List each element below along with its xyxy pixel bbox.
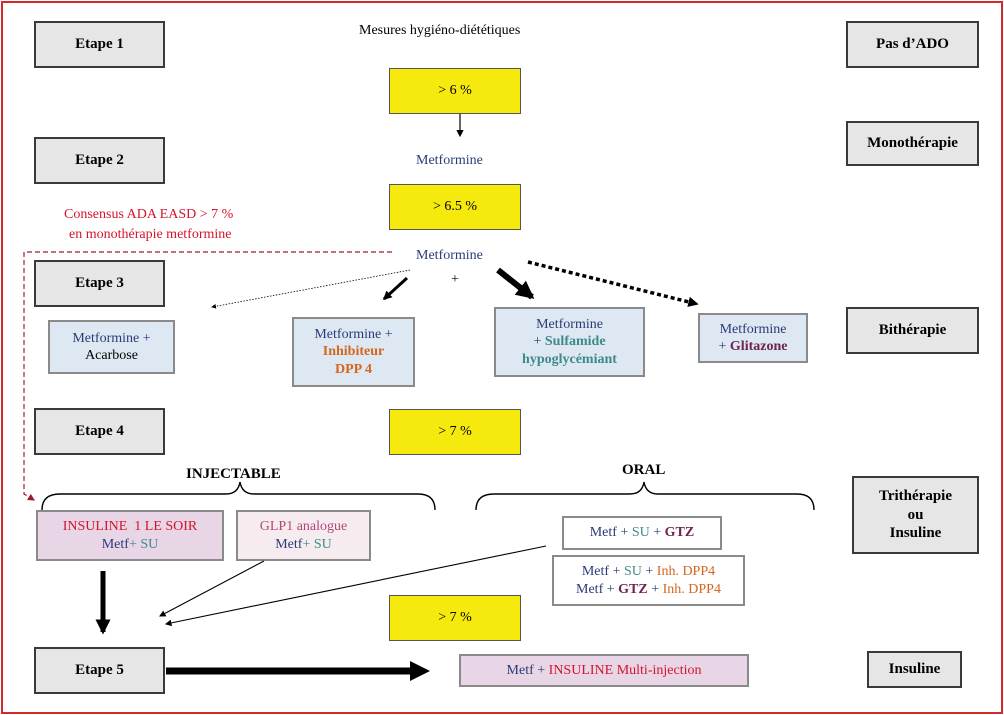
final-metf: Metf — [506, 662, 534, 678]
arrow-glp1-to-step5 — [159, 560, 265, 617]
threshold-1-label: > 6 % — [438, 83, 472, 99]
threshold-box-1: > 6 % — [389, 68, 521, 114]
step-1-box: Etape 1 — [34, 21, 165, 68]
arrow-step5-to-final — [166, 661, 430, 681]
acarbose-line2: Acarbose — [85, 348, 138, 363]
bitherapy-glitazone-box: Metformine + Glitazone — [698, 313, 808, 363]
acarbose-line1: Metformine + — [72, 330, 151, 346]
oral-dpp4-l1-plus1: + — [609, 564, 624, 579]
mesures-label: Mesures hygiéno-diététiques — [359, 23, 521, 38]
final-insuline-box: Metf + INSULINE Multi-injection — [459, 654, 749, 687]
glitazone-plus: + — [718, 339, 727, 354]
threshold-box-4: > 7 % — [389, 595, 521, 641]
sulfamide-plus: + — [533, 334, 542, 350]
bitherapy-dpp4-box: Metformine + Inhibiteur DPP 4 — [292, 317, 415, 387]
oral-gtz-metf: Metf — [589, 525, 617, 541]
oral-dpp4-l2-plus1: + — [603, 581, 619, 597]
step-2-box: Etape 2 — [34, 137, 165, 184]
arrow-to-dpp4 — [382, 276, 409, 301]
oral-gtz-su: SU — [631, 525, 650, 541]
oral-dpp4-l2-inh: Inh. DPP4 — [662, 581, 721, 597]
bitherapy-acarbose-box: Metformine + Acarbose — [48, 320, 175, 374]
therapy-monotherapie-label: Monothérapie — [867, 135, 958, 152]
glitazone-line1: Metformine — [719, 321, 787, 337]
glp1-line1: GLP1 analogue — [259, 519, 348, 534]
dpp4-line1: Metformine + — [314, 326, 393, 342]
arrow-oral-to-step5 — [164, 545, 547, 627]
consensus-dashed-arrow — [23, 251, 392, 501]
sulfamide-line2: Sulfamide — [544, 334, 606, 350]
step-3-box: Etape 3 — [34, 260, 165, 307]
therapy-tritherapie-line3: Insuline — [889, 525, 942, 542]
final-plus: + — [533, 662, 549, 678]
oral-dpp4-box: Metf + SU + Inh. DPP4 Metf + GTZ + Inh. … — [552, 555, 745, 606]
arrow-to-acarbose — [211, 269, 411, 309]
metformine-bi-label: Metformine — [416, 248, 483, 263]
step-1-label: Etape 1 — [75, 36, 124, 53]
oral-dpp4-l1-metf: Metf — [581, 564, 610, 579]
threshold-box-3: > 7 % — [389, 409, 521, 455]
therapy-bitherapie-box: Bithérapie — [846, 307, 979, 354]
therapy-tritherapie-box: Trithérapie ou Insuline — [852, 476, 979, 554]
metformine-mono-label: Metformine — [416, 153, 483, 168]
therapy-insuline-box: Insuline — [867, 651, 962, 688]
oral-dpp4-l1-plus2: + — [641, 564, 657, 579]
oral-gtz-box: Metf + SU + GTZ — [562, 516, 722, 550]
therapy-tritherapie-line2: ou — [907, 506, 924, 523]
step-4-box: Etape 4 — [34, 408, 165, 455]
sulfamide-line1: Metformine — [536, 316, 603, 332]
final-insuline: INSULINE Multi-injection — [548, 662, 702, 678]
glp1-metf: Metf — [275, 536, 303, 552]
oral-gtz-gtz: GTZ — [664, 525, 695, 541]
glp1-su: + SU — [302, 536, 332, 552]
consensus-line2: en monothérapie metformine — [69, 227, 232, 242]
oral-brace — [475, 481, 815, 511]
threshold-4-label: > 7 % — [438, 610, 472, 626]
glp1-box: GLP1 analogue Metf+ SU — [236, 510, 371, 561]
dpp4-line3: DPP 4 — [335, 361, 372, 377]
step-5-box: Etape 5 — [34, 647, 165, 694]
consensus-line1: Consensus ADA EASD > 7 % — [64, 207, 234, 222]
therapy-insuline-label: Insuline — [888, 661, 941, 678]
oral-dpp4-l2-plus2: + — [647, 581, 663, 597]
oral-gtz-plus1: + — [616, 525, 632, 541]
plus-label: + — [451, 272, 459, 287]
oral-dpp4-l1-inh: Inh. DPP4 — [656, 564, 716, 579]
oral-dpp4-l2-metf: Metf — [576, 581, 604, 597]
oral-dpp4-l1-su: SU — [623, 564, 642, 579]
dpp4-line2: Inhibiteur — [322, 344, 385, 360]
step-4-label: Etape 4 — [75, 423, 124, 440]
therapy-pas-ado-label: Pas d’ADO — [876, 36, 949, 53]
arrow-to-sulfamide — [496, 267, 535, 300]
bitherapy-sulfamide-box: Metformine + Sulfamide hypoglycémiant — [494, 307, 645, 377]
insuline-soir-box: INSULINE 1 LE SOIR Metf+ SU — [36, 510, 224, 561]
threshold-box-2: > 6.5 % — [389, 184, 521, 230]
oral-heading: ORAL — [622, 462, 666, 478]
arrow-to-glitazone — [527, 260, 699, 307]
therapy-monotherapie-box: Monothérapie — [846, 121, 979, 166]
threshold-2-label: > 6.5 % — [432, 199, 478, 215]
step-3-label: Etape 3 — [75, 275, 124, 292]
insuline-soir-su: + SU — [128, 536, 159, 552]
insuline-soir-metf: Metf — [101, 536, 129, 552]
step-2-label: Etape 2 — [75, 152, 124, 169]
threshold-3-label: > 7 % — [438, 424, 472, 440]
injectable-heading: INJECTABLE — [186, 466, 281, 482]
sulfamide-line3: hypoglycémiant — [522, 351, 617, 367]
injectable-brace — [41, 481, 436, 511]
therapy-pas-ado-box: Pas d’ADO — [846, 21, 979, 68]
insuline-soir-line1: INSULINE 1 LE SOIR — [62, 519, 198, 534]
therapy-tritherapie-line1: Trithérapie — [878, 487, 953, 504]
oral-gtz-plus2: + — [649, 525, 665, 541]
oral-dpp4-l2-gtz: GTZ — [618, 581, 648, 597]
step-5-label: Etape 5 — [75, 662, 124, 679]
glitazone-line2: Glitazone — [729, 339, 788, 354]
therapy-bitherapie-label: Bithérapie — [878, 322, 947, 339]
